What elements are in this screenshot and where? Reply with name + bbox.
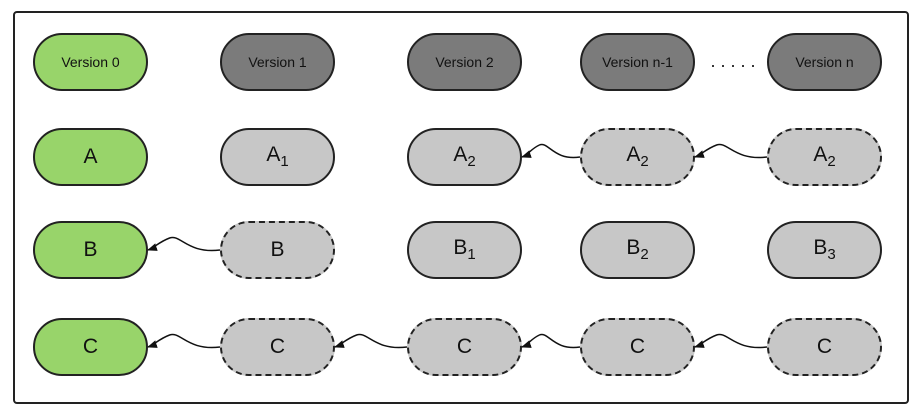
cell-base: B — [453, 236, 468, 260]
version-header-1: Version 1 — [220, 33, 335, 91]
cell-label: A2 — [453, 143, 475, 170]
cell-c-v2: C — [407, 318, 522, 376]
cell-b-v1: B — [220, 221, 335, 279]
cell-label: C — [817, 335, 832, 359]
cell-label: A — [83, 145, 97, 169]
cell-c-v4: C — [767, 318, 882, 376]
reference-arrow-2 — [147, 236, 221, 252]
reference-arrow-5 — [521, 333, 581, 349]
cell-label: B — [83, 238, 97, 262]
version-ellipsis: . . . . . — [710, 51, 755, 71]
cell-label: B — [270, 238, 284, 262]
cell-c-v3: C — [580, 318, 695, 376]
reference-arrow-1 — [694, 143, 768, 159]
version-label: Version n — [795, 54, 854, 70]
cell-subscript: 3 — [827, 246, 836, 264]
cell-b-v2: B1 — [407, 221, 522, 279]
cell-subscript: 2 — [827, 153, 836, 171]
cell-base: C — [269, 335, 286, 358]
cell-base: A — [83, 145, 98, 168]
cell-label: B2 — [626, 236, 648, 263]
version-header-0: Version 0 — [33, 33, 148, 91]
cell-base: B — [813, 236, 828, 260]
cell-base: C — [816, 335, 833, 358]
version-label: Version 2 — [435, 54, 494, 70]
version-label: Version 0 — [61, 54, 120, 70]
cell-label: A1 — [266, 143, 288, 170]
cell-base: C — [82, 335, 99, 358]
cell-subscript: 1 — [280, 153, 289, 171]
cell-base: C — [629, 335, 646, 358]
cell-a-v1: A1 — [220, 128, 335, 186]
cell-base: A — [266, 143, 281, 167]
cell-base: B — [83, 238, 98, 261]
cell-b-v4: B3 — [767, 221, 882, 279]
cell-c-v1: C — [220, 318, 335, 376]
cell-b-v3: B2 — [580, 221, 695, 279]
reference-arrow-4 — [334, 333, 408, 349]
cell-subscript: 1 — [467, 246, 476, 264]
cell-base: A — [453, 143, 468, 167]
cell-label: C — [457, 335, 472, 359]
cell-base: B — [270, 238, 285, 261]
cell-label: B1 — [453, 236, 475, 263]
version-header-3: Version n-1 — [580, 33, 695, 91]
version-label: Version 1 — [248, 54, 307, 70]
cell-subscript: 2 — [467, 153, 476, 171]
reference-arrow-6 — [694, 333, 768, 349]
cell-c-v0: C — [33, 318, 148, 376]
version-label: Version n-1 — [602, 54, 673, 70]
version-header-4: Version n — [767, 33, 882, 91]
cell-a-v4: A2 — [767, 128, 882, 186]
cell-subscript: 2 — [640, 246, 649, 264]
reference-arrow-0 — [521, 143, 581, 159]
cell-base: C — [456, 335, 473, 358]
cell-a-v2: A2 — [407, 128, 522, 186]
cell-label: A2 — [626, 143, 648, 170]
cell-label: C — [83, 335, 98, 359]
cell-base: A — [813, 143, 828, 167]
reference-arrow-3 — [147, 333, 221, 349]
cell-label: A2 — [813, 143, 835, 170]
cell-label: B3 — [813, 236, 835, 263]
cell-base: A — [626, 143, 641, 167]
cell-base: B — [626, 236, 641, 260]
cell-label: C — [630, 335, 645, 359]
cell-label: C — [270, 335, 285, 359]
version-header-2: Version 2 — [407, 33, 522, 91]
cell-subscript: 2 — [640, 153, 649, 171]
cell-a-v3: A2 — [580, 128, 695, 186]
cell-a-v0: A — [33, 128, 148, 186]
cell-b-v0: B — [33, 221, 148, 279]
